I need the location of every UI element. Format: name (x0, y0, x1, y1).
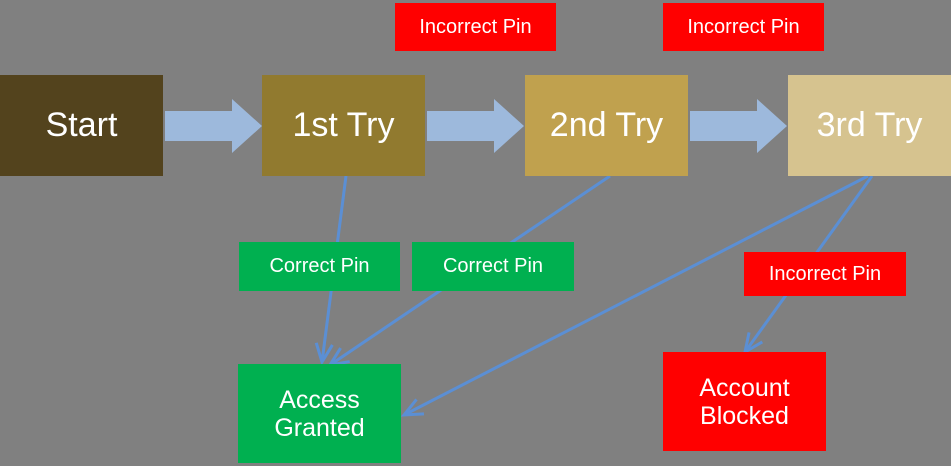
node-label: 2nd Try (549, 106, 664, 145)
connector-line (403, 174, 869, 417)
edge-label-correct-2[interactable]: Correct Pin (412, 242, 574, 291)
edge-label-text: Incorrect Pin (419, 15, 532, 38)
node-blocked[interactable]: Account Blocked (663, 352, 826, 451)
node-label: Start (45, 106, 118, 145)
node-try2[interactable]: 2nd Try (525, 75, 688, 176)
connector-arrowhead (400, 398, 425, 417)
connector-3rd-try-to-granted (400, 174, 869, 417)
connector-arrowhead (314, 342, 334, 366)
edge-label-text: Correct Pin (442, 255, 544, 277)
node-try3[interactable]: 3rd Try (788, 75, 951, 176)
edge-label-text: Correct Pin (269, 255, 370, 277)
edge-label-correct-1[interactable]: Correct Pin (239, 242, 400, 291)
edge-label-incorrect-1[interactable]: Incorrect Pin (395, 3, 556, 51)
edge-label-text: Incorrect Pin (687, 15, 800, 38)
block-arrow-1st-try-to-2nd-try (427, 99, 524, 153)
node-start[interactable]: Start (0, 75, 163, 176)
node-label: Access Granted (274, 385, 365, 442)
edge-label-incorrect-2[interactable]: Incorrect Pin (663, 3, 824, 51)
connector-arrowhead (326, 347, 350, 368)
block-arrow-start-to-1st-try (165, 99, 262, 153)
edge-label-incorrect-3[interactable]: Incorrect Pin (744, 252, 906, 296)
edge-label-text: Incorrect Pin (768, 262, 882, 285)
node-granted[interactable]: Access Granted (238, 364, 401, 463)
node-label: 1st Try (292, 106, 395, 145)
node-try1[interactable]: 1st Try (262, 75, 425, 176)
block-arrow-2nd-try-to-3rd-try (690, 99, 787, 153)
node-label: Account Blocked (699, 373, 790, 430)
node-label: 3rd Try (816, 106, 923, 145)
